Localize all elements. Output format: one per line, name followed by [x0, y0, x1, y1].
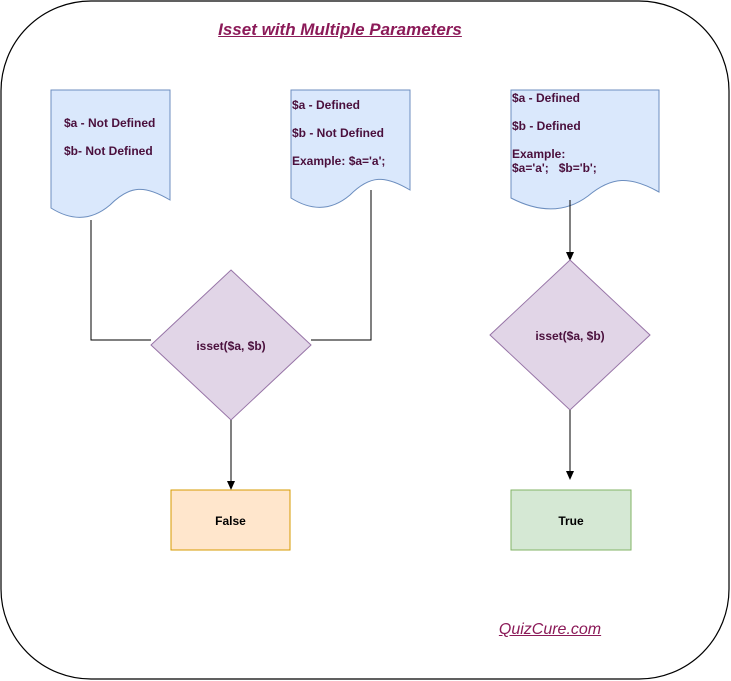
decision-right-label: isset($a, $b): [535, 329, 605, 343]
doc-middle-line-1: $a - Defined: [292, 98, 361, 112]
doc-right-line-4: $a='a'; $b='b';: [512, 161, 597, 175]
doc-left-line-1: $a - Not Defined: [64, 116, 156, 130]
document-shape-right: [510, 89, 660, 210]
doc-right-line-2: $b - Defined: [512, 119, 581, 133]
result-false-label: False: [215, 514, 246, 528]
document-shape-middle: [290, 89, 411, 208]
decision-left-label: isset($a, $b): [196, 339, 266, 353]
brand-link[interactable]: QuizCure.com: [498, 621, 602, 638]
doc-left-line-2: $b- Not Defined: [64, 144, 153, 158]
connector-middle-doc-to-decision: [311, 190, 372, 341]
document-shape-left: [50, 89, 171, 218]
result-box-false: [170, 489, 291, 551]
doc-right-line-1: $a - Defined: [512, 91, 581, 105]
connector-left-doc-to-decision: [90, 220, 151, 341]
doc-middle-line-3: Example: $a='a';: [292, 154, 386, 168]
diagram-title: Isset with Multiple Parameters: [218, 20, 462, 39]
result-box-true: [510, 489, 632, 551]
result-true-label: True: [558, 514, 584, 528]
doc-right-line-3: Example:: [512, 147, 566, 161]
doc-middle-line-2: $b - Not Defined: [292, 126, 384, 140]
